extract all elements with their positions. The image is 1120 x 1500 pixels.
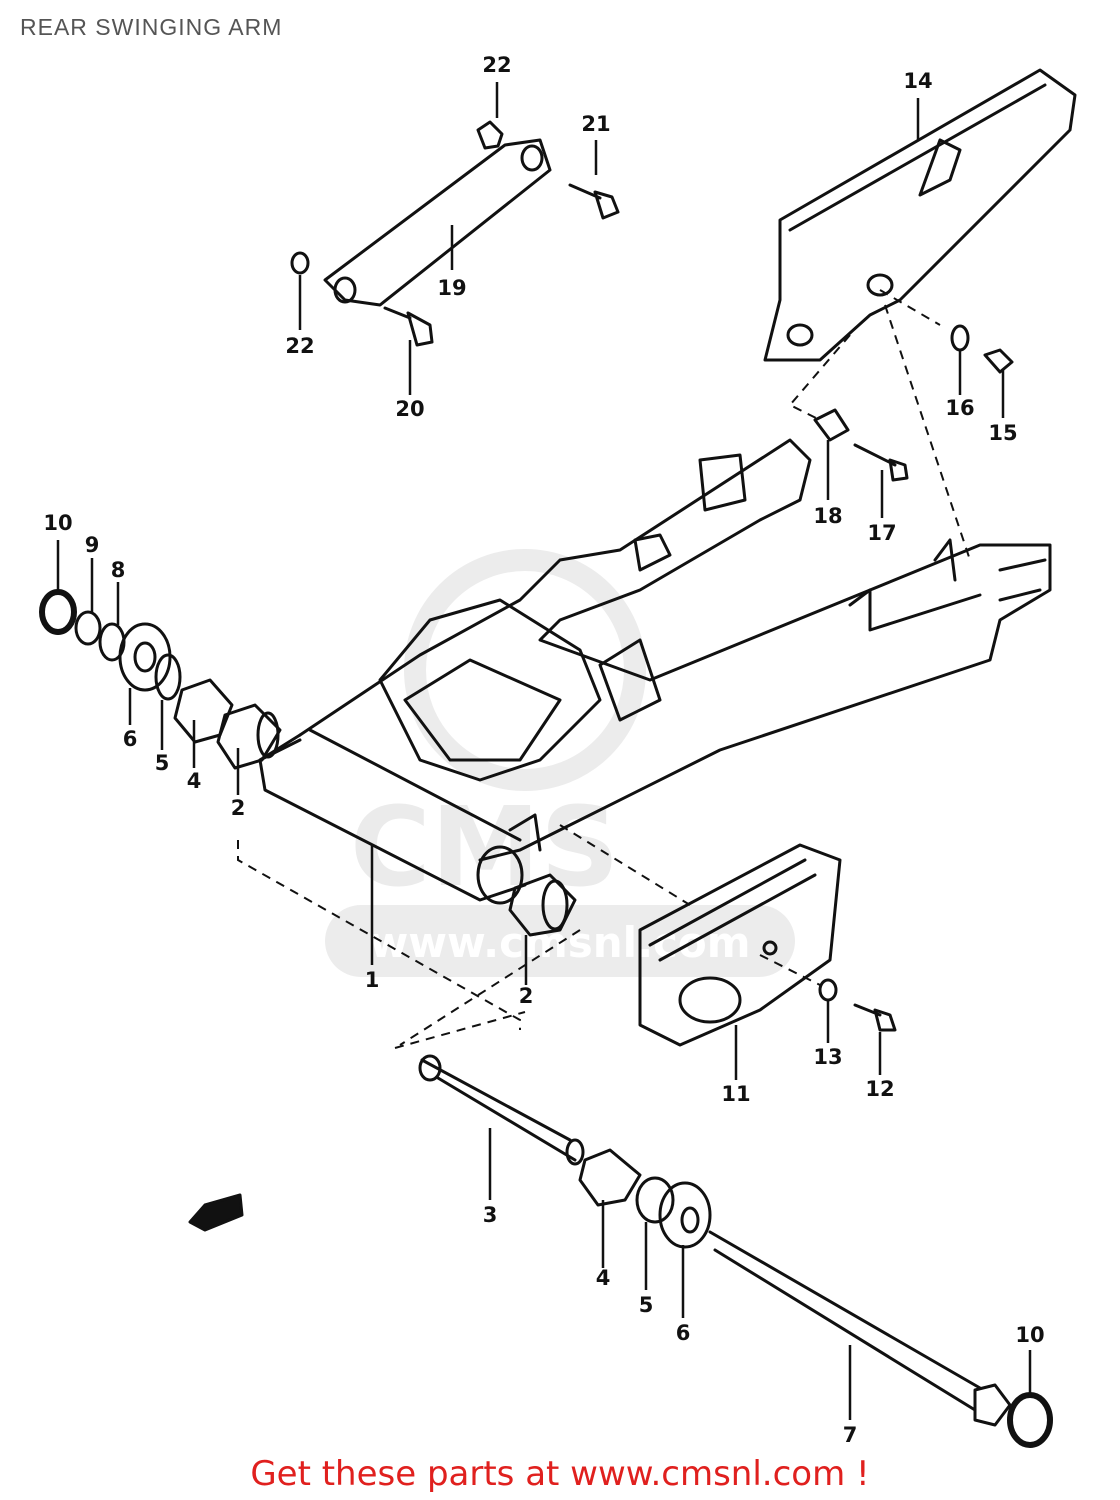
bushing-22-bottom xyxy=(290,251,310,275)
bolt-21 xyxy=(568,183,620,220)
callout-11: 11 xyxy=(721,1082,750,1106)
callout-4-right: 4 xyxy=(596,1266,611,1290)
get-parts-link[interactable]: Get these parts at www.cmsnl.com ! xyxy=(250,1454,870,1494)
pivot-shaft xyxy=(708,1230,1012,1427)
bushing-22-top xyxy=(476,120,504,150)
callout-10-left: 10 xyxy=(43,511,72,535)
bolt-20 xyxy=(383,306,434,347)
callout-5-left: 5 xyxy=(155,751,170,775)
screw-12 xyxy=(853,1003,897,1032)
callout-16: 16 xyxy=(945,396,974,420)
callout-17: 17 xyxy=(867,521,896,545)
callout-5-right: 5 xyxy=(639,1293,654,1317)
callout-6-left: 6 xyxy=(123,727,138,751)
callout-9: 9 xyxy=(85,533,100,557)
callout-1: 1 xyxy=(365,968,380,992)
washer-8 xyxy=(98,622,126,662)
nut-10-right xyxy=(1007,1392,1053,1448)
callout-15: 15 xyxy=(988,421,1017,445)
bushing-bottom xyxy=(508,873,577,937)
callout-4-left: 4 xyxy=(187,769,202,793)
assembly-dash-lines xyxy=(237,289,971,1049)
callout-2-top: 2 xyxy=(231,796,246,820)
watermark: CMS www.cmsnl.com xyxy=(325,549,795,977)
leader-lines xyxy=(56,82,1032,1420)
washer-13 xyxy=(818,978,838,1002)
front-direction-arrow xyxy=(188,1193,244,1232)
callout-10-right: 10 xyxy=(1015,1323,1044,1347)
callout-14: 14 xyxy=(903,69,932,93)
spacer-right xyxy=(578,1148,642,1207)
callout-3: 3 xyxy=(483,1203,498,1227)
callout-18: 18 xyxy=(813,504,842,528)
callout-13: 13 xyxy=(813,1045,842,1069)
pivot-sleeve xyxy=(418,1054,585,1166)
washer-16 xyxy=(950,324,970,352)
spacer-left xyxy=(173,678,234,744)
callout-22-top: 22 xyxy=(482,53,511,77)
screw-15 xyxy=(983,348,1014,374)
chain-case xyxy=(763,68,1077,362)
watermark-brand: CMS xyxy=(350,783,619,911)
callout-21: 21 xyxy=(581,112,610,136)
callout-19: 19 xyxy=(437,276,466,300)
callout-8: 8 xyxy=(111,558,126,582)
callout-22-bottom: 22 xyxy=(285,334,314,358)
bushing-top xyxy=(216,703,282,770)
bolt-17 xyxy=(853,443,909,482)
nut-10-left xyxy=(39,589,77,635)
washer-5-left xyxy=(154,653,182,701)
callout-20: 20 xyxy=(395,397,424,421)
page-title: REAR SWINGING ARM xyxy=(20,14,283,40)
callout-7: 7 xyxy=(843,1423,858,1447)
callout-12: 12 xyxy=(865,1077,894,1101)
chain-guard xyxy=(638,843,842,1047)
callout-2-bottom: 2 xyxy=(519,984,534,1008)
washer-5-right xyxy=(635,1176,675,1224)
callout-6-right: 6 xyxy=(676,1321,691,1345)
washer-9 xyxy=(74,610,102,646)
callout-labels: 22 21 14 19 22 20 16 15 18 17 10 9 8 6 5… xyxy=(43,53,1044,1447)
torque-link xyxy=(323,138,552,307)
spacer-18 xyxy=(813,408,850,442)
bearing-6-right xyxy=(658,1181,712,1249)
